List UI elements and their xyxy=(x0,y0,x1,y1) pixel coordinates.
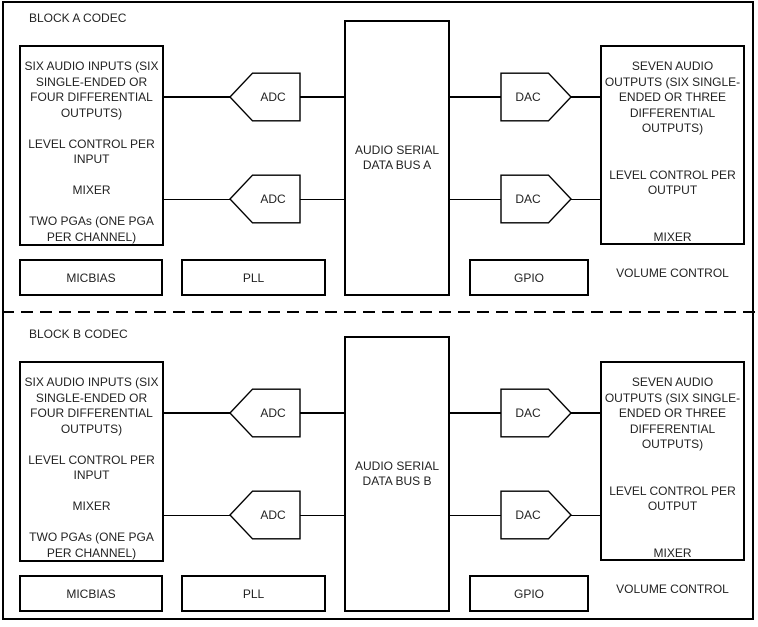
micbias-label: MICBIAS xyxy=(66,586,116,601)
dac-label: DAC xyxy=(515,90,541,104)
block-divider-dashed-line xyxy=(2,311,756,313)
volume-control-label: VOLUME CONTROL xyxy=(616,266,729,280)
dac-label: DAC xyxy=(515,508,541,522)
wire-bus-to-dac-bottom xyxy=(450,198,501,201)
wire-dac-top-to-outputs xyxy=(571,96,600,98)
block-title: BLOCK A CODEC xyxy=(29,11,127,25)
wire-bus-to-dac-top xyxy=(450,96,501,98)
audio-outputs-text: SEVEN AUDIO OUTPUTS (SIX SINGLE- ENDED O… xyxy=(604,375,741,560)
audio-serial-data-bus-box: AUDIO SERIAL DATA BUS B xyxy=(344,336,450,612)
micbias-box: MICBIAS xyxy=(19,575,163,612)
adc-top-shape: ADC xyxy=(229,388,301,438)
gpio-label: GPIO xyxy=(513,586,544,601)
audio-serial-data-bus-box: AUDIO SERIAL DATA BUS A xyxy=(344,20,450,296)
pll-label: PLL xyxy=(242,586,265,601)
audio-inputs-text: SIX AUDIO INPUTS (SIX SINGLE-ENDED OR FO… xyxy=(24,375,159,560)
block-a-codec: BLOCK A CODEC SIX AUDIO INPUTS (SIX SING… xyxy=(0,0,758,313)
micbias-label: MICBIAS xyxy=(66,270,116,285)
adc-label: ADC xyxy=(260,192,286,206)
bus-label: AUDIO SERIAL DATA BUS A xyxy=(354,142,440,173)
wire-dac-bottom-to-outputs xyxy=(571,514,600,517)
bus-label: AUDIO SERIAL DATA BUS B xyxy=(354,458,440,489)
block-title: BLOCK B CODEC xyxy=(29,327,128,341)
audio-inputs-text: SIX AUDIO INPUTS (SIX SINGLE-ENDED OR FO… xyxy=(24,59,159,244)
block-b-codec: BLOCK B CODEC SIX AUDIO INPUTS (SIX SING… xyxy=(0,316,758,627)
dac-top-shape: DAC xyxy=(500,388,572,438)
dac-top-shape: DAC xyxy=(500,72,572,122)
wire-bus-to-dac-top xyxy=(450,412,501,414)
adc-pentagon-icon xyxy=(229,72,301,122)
adc-bottom-shape: ADC xyxy=(229,174,301,224)
gpio-box: GPIO xyxy=(469,259,589,296)
adc-pentagon-icon xyxy=(229,174,301,224)
adc-pentagon-icon xyxy=(229,490,301,540)
audio-inputs-box: SIX AUDIO INPUTS (SIX SINGLE-ENDED OR FO… xyxy=(19,361,164,562)
audio-outputs-text: SEVEN AUDIO OUTPUTS (SIX SINGLE- ENDED O… xyxy=(604,59,741,244)
adc-bottom-shape: ADC xyxy=(229,490,301,540)
pll-box: PLL xyxy=(181,575,326,612)
wire-inputs-to-adc-top xyxy=(164,96,230,98)
wire-bus-to-dac-bottom xyxy=(450,514,501,517)
adc-label: ADC xyxy=(260,508,286,522)
dac-pentagon-icon xyxy=(500,490,572,540)
wire-inputs-to-adc-bottom xyxy=(164,514,230,517)
dac-pentagon-icon xyxy=(500,174,572,224)
wire-adc-top-to-bus xyxy=(300,96,344,98)
adc-label: ADC xyxy=(260,406,286,420)
dac-bottom-shape: DAC xyxy=(500,174,572,224)
volume-control-label: VOLUME CONTROL xyxy=(616,582,729,596)
wire-adc-top-to-bus xyxy=(300,412,344,414)
wire-inputs-to-adc-bottom xyxy=(164,198,230,201)
gpio-box: GPIO xyxy=(469,575,589,612)
audio-outputs-box: SEVEN AUDIO OUTPUTS (SIX SINGLE- ENDED O… xyxy=(600,361,745,561)
wire-dac-top-to-outputs xyxy=(571,412,600,414)
dac-pentagon-icon xyxy=(500,72,572,122)
audio-inputs-box: SIX AUDIO INPUTS (SIX SINGLE-ENDED OR FO… xyxy=(19,45,164,246)
pll-box: PLL xyxy=(181,259,326,296)
dac-pentagon-icon xyxy=(500,388,572,438)
pll-label: PLL xyxy=(242,270,265,285)
adc-label: ADC xyxy=(260,90,286,104)
dac-label: DAC xyxy=(515,406,541,420)
micbias-box: MICBIAS xyxy=(19,259,163,296)
outer-border xyxy=(2,1,754,620)
dac-label: DAC xyxy=(515,192,541,206)
wire-adc-bottom-to-bus xyxy=(300,198,344,201)
adc-top-shape: ADC xyxy=(229,72,301,122)
gpio-label: GPIO xyxy=(513,270,544,285)
audio-outputs-box: SEVEN AUDIO OUTPUTS (SIX SINGLE- ENDED O… xyxy=(600,45,745,245)
dac-bottom-shape: DAC xyxy=(500,490,572,540)
adc-pentagon-icon xyxy=(229,388,301,438)
wire-adc-bottom-to-bus xyxy=(300,514,344,517)
wire-dac-bottom-to-outputs xyxy=(571,198,600,201)
wire-inputs-to-adc-top xyxy=(164,412,230,414)
